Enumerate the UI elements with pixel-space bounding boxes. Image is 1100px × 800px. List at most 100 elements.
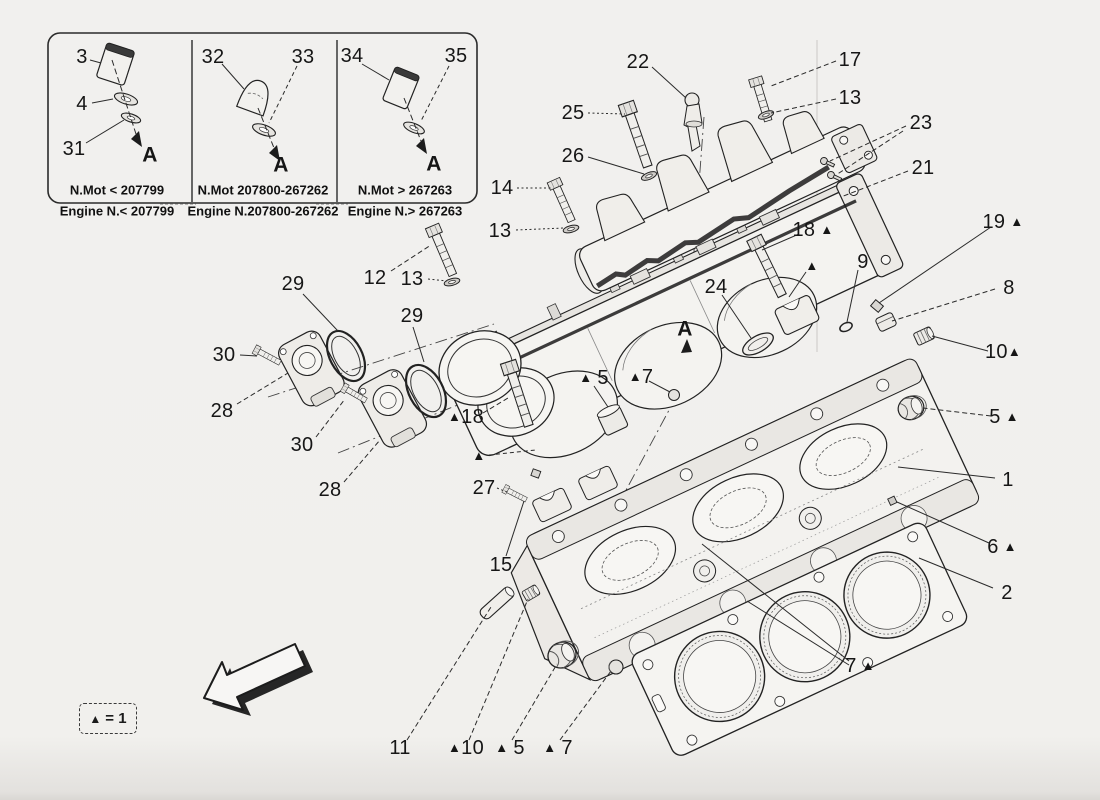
qty-marker-icon: ▲ — [543, 740, 557, 755]
callout-number: A — [142, 143, 158, 167]
callout-5: 5▲ — [989, 407, 1019, 427]
callout-11: 11 — [389, 738, 410, 758]
bolt-14 — [546, 176, 579, 225]
callout-31: 31 — [63, 139, 86, 159]
tappet-3 — [96, 42, 135, 86]
callout-34: 34 — [341, 46, 364, 66]
section-view-arrow-icon — [131, 131, 142, 147]
callout-14: 14 — [491, 178, 514, 198]
callout-A: A — [142, 145, 157, 166]
seal-ring-9 — [839, 321, 853, 333]
callout-number: 23 — [909, 112, 933, 134]
callout-28: 28 — [319, 480, 342, 500]
callout-13: 13 — [489, 221, 512, 241]
throttle-body — [357, 369, 428, 448]
callout-24: 24 — [705, 277, 728, 297]
gasket-24 — [742, 332, 774, 356]
washer-4 — [113, 92, 139, 106]
callout-number: 35 — [444, 45, 468, 67]
callout-number: 5 — [989, 406, 1001, 428]
variant-note-line1: N.Mot 207800-267262 — [197, 182, 329, 198]
callout-21: 21 — [912, 158, 935, 178]
callout-number: 19 — [982, 211, 1006, 233]
callout-10: ▲10 — [448, 738, 484, 758]
fitting-6 — [887, 495, 898, 507]
callout-number: 7 — [561, 737, 573, 759]
qty-marker-icon: ▲ — [495, 740, 509, 755]
callout-18: ▲18 — [448, 407, 484, 427]
callout-number: 13 — [400, 268, 424, 290]
direction-arrow-icon — [203, 643, 313, 716]
callout-number: 15 — [489, 554, 513, 576]
callout-number: 34 — [340, 45, 364, 67]
callout-number: 18 — [461, 406, 485, 428]
qty-marker-icon: ▲ — [447, 409, 462, 424]
callout-number: 13 — [838, 87, 862, 109]
cylinder-head — [510, 358, 980, 682]
section-view-arrow-icon — [416, 138, 427, 154]
callout-number: 29 — [400, 305, 424, 327]
plug-7 — [608, 659, 624, 675]
callout-number: 1 — [1002, 469, 1014, 491]
callout-number: 24 — [704, 276, 728, 298]
callout-number: 10 — [461, 737, 485, 759]
callout-30: 30 — [291, 435, 314, 455]
callout-number: 7 — [641, 366, 654, 388]
qty-marker-icon: ▲ — [1010, 214, 1024, 229]
washer-26 — [639, 169, 659, 183]
qty-marker-icon: ▲ — [1003, 539, 1017, 554]
callout-marker: ▲ — [472, 446, 485, 466]
callout-A: A — [677, 319, 692, 340]
callout-number: 9 — [857, 251, 869, 273]
callout-19: 19 ▲ — [982, 212, 1023, 232]
callout-5: ▲5 — [579, 368, 609, 388]
qty-marker-icon: ▲ — [1007, 344, 1022, 359]
callout-number: A — [426, 152, 442, 176]
callout-number: 33 — [291, 46, 315, 68]
plug-7 — [668, 389, 680, 401]
callout-number: 28 — [210, 400, 234, 422]
callout-23: 23 — [910, 113, 933, 133]
washer-13 — [561, 223, 581, 235]
dowel-pin-11 — [479, 586, 515, 620]
callout-32: 32 — [202, 47, 225, 67]
callout-8: 8 — [1003, 278, 1014, 298]
callout-marker: ▲ — [805, 256, 818, 276]
callout-number: 27 — [472, 477, 496, 499]
callout-number: 5 — [597, 367, 609, 389]
washer-33 — [252, 123, 276, 137]
callout-number: 30 — [212, 344, 236, 366]
bolt-25 — [617, 99, 656, 170]
callout-4: 4 — [76, 94, 87, 114]
callout-number: 31 — [62, 138, 86, 160]
section-view-arrow-icon — [681, 339, 692, 353]
stud-27 — [501, 484, 529, 504]
variant-note-line2: Engine N.< 207799 — [59, 203, 175, 219]
callout-1: 1 — [1002, 470, 1013, 490]
callout-27: 27 — [473, 478, 496, 498]
qty-marker-icon: ▲ — [89, 711, 102, 726]
callout-number: 26 — [561, 145, 585, 167]
section-view-arrow-icon — [269, 145, 280, 161]
variant-note-line1: N.Mot > 267263 — [357, 182, 453, 198]
throttle-body — [278, 330, 345, 407]
tappet-5 — [596, 404, 629, 436]
fasteners-and-plugs — [251, 75, 936, 675]
callout-number: 13 — [488, 220, 512, 242]
callout-number: 28 — [318, 479, 342, 501]
qty-marker-icon: ▲ — [472, 448, 486, 463]
callout-17: 17 — [839, 50, 862, 70]
callout-number: 17 — [838, 49, 862, 71]
vent-valve-22 — [683, 92, 703, 152]
valve-cover — [574, 111, 878, 294]
callout-28: 28 — [211, 401, 234, 421]
callout-number: 2 — [1001, 582, 1013, 604]
callout-18: 18▲ — [792, 220, 833, 240]
variant-inset-box — [47, 32, 478, 205]
tappet-32 — [235, 79, 269, 117]
callout-A: A — [426, 154, 441, 175]
bolt-12 — [424, 222, 460, 279]
callout-30: 30 — [213, 345, 236, 365]
callout-number: 21 — [911, 157, 935, 179]
callout-26: 26 — [562, 146, 585, 166]
